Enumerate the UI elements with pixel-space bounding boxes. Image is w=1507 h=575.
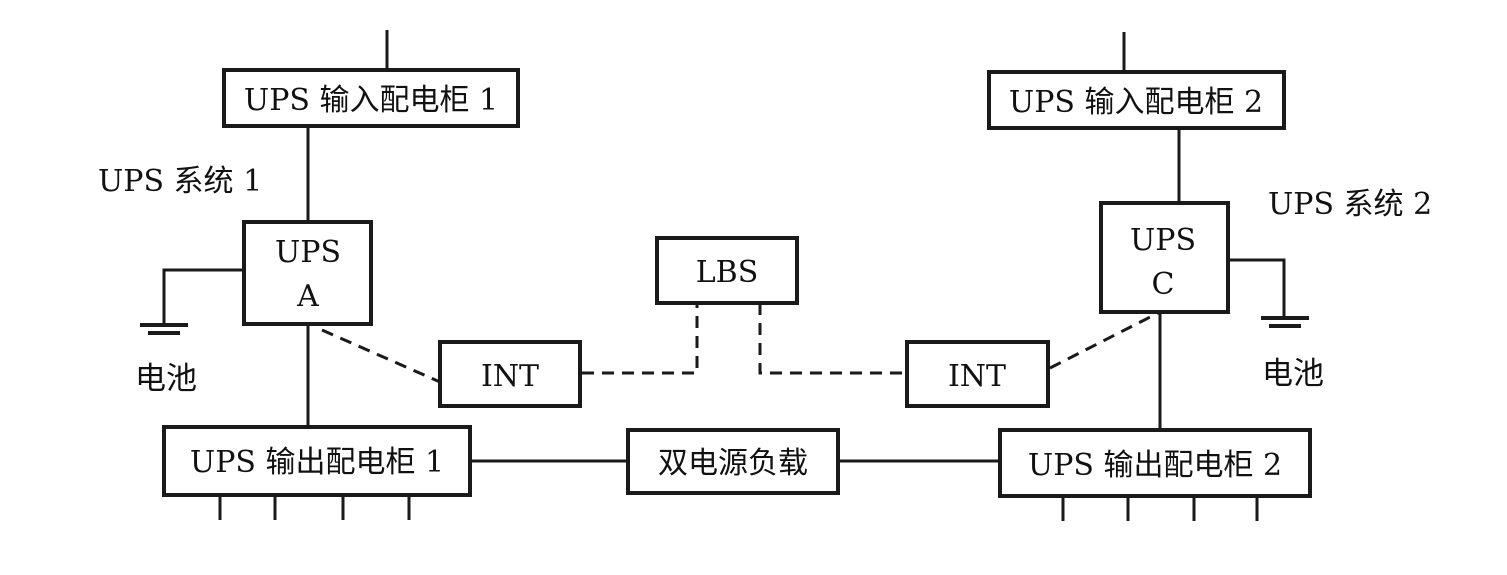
battery-right-label: 电池 <box>1262 356 1324 392</box>
battery-wire-left <box>162 268 244 325</box>
output-cabinet-2-box <box>998 428 1312 498</box>
input-cabinet-1-box <box>222 68 520 128</box>
battery-symbol-right <box>1261 316 1309 328</box>
dashed-connections <box>321 303 1161 384</box>
dash-lbs-int-right <box>758 303 907 375</box>
dual-power-load-label: 双电源负载 <box>658 446 808 481</box>
lbs-box <box>655 236 799 305</box>
battery-wire-right <box>1228 258 1286 318</box>
ups-c-line1: UPS <box>1130 223 1196 258</box>
ups-a-line2: A <box>296 279 319 314</box>
system-1-label: UPS 系统 1 <box>98 164 262 199</box>
dash-int-upsc <box>1049 310 1161 370</box>
output-cabinet-2-label: UPS 输出配电柜 2 <box>1028 448 1282 483</box>
ups-c-box <box>1099 201 1230 314</box>
dual-power-load-box <box>626 428 840 495</box>
input-cabinet-2-box <box>987 70 1286 130</box>
system-2-label: UPS 系统 2 <box>1268 187 1432 222</box>
ups-a-line1: UPS <box>275 235 341 270</box>
solid-connections <box>162 30 1286 521</box>
dash-int-lbs-left <box>582 303 699 375</box>
int-left-label: INT <box>481 359 539 394</box>
int-right-label: INT <box>948 359 1006 394</box>
dash-upsa-int <box>321 328 441 384</box>
input-cabinet-2-label: UPS 输入配电柜 2 <box>1009 85 1263 120</box>
battery-symbol-left <box>140 323 188 335</box>
int-right-box <box>905 340 1050 408</box>
lbs-label: LBS <box>696 255 759 290</box>
ups-a-box <box>242 220 373 326</box>
output-cabinet-1-label: UPS 输出配电柜 1 <box>190 445 444 480</box>
input-cabinet-1-label: UPS 输入配电柜 1 <box>244 83 498 118</box>
battery-left-label: 电池 <box>135 361 197 397</box>
int-left-box <box>438 340 582 408</box>
ups-c-line2: C <box>1152 267 1175 302</box>
output-cabinet-1-box <box>162 425 472 497</box>
